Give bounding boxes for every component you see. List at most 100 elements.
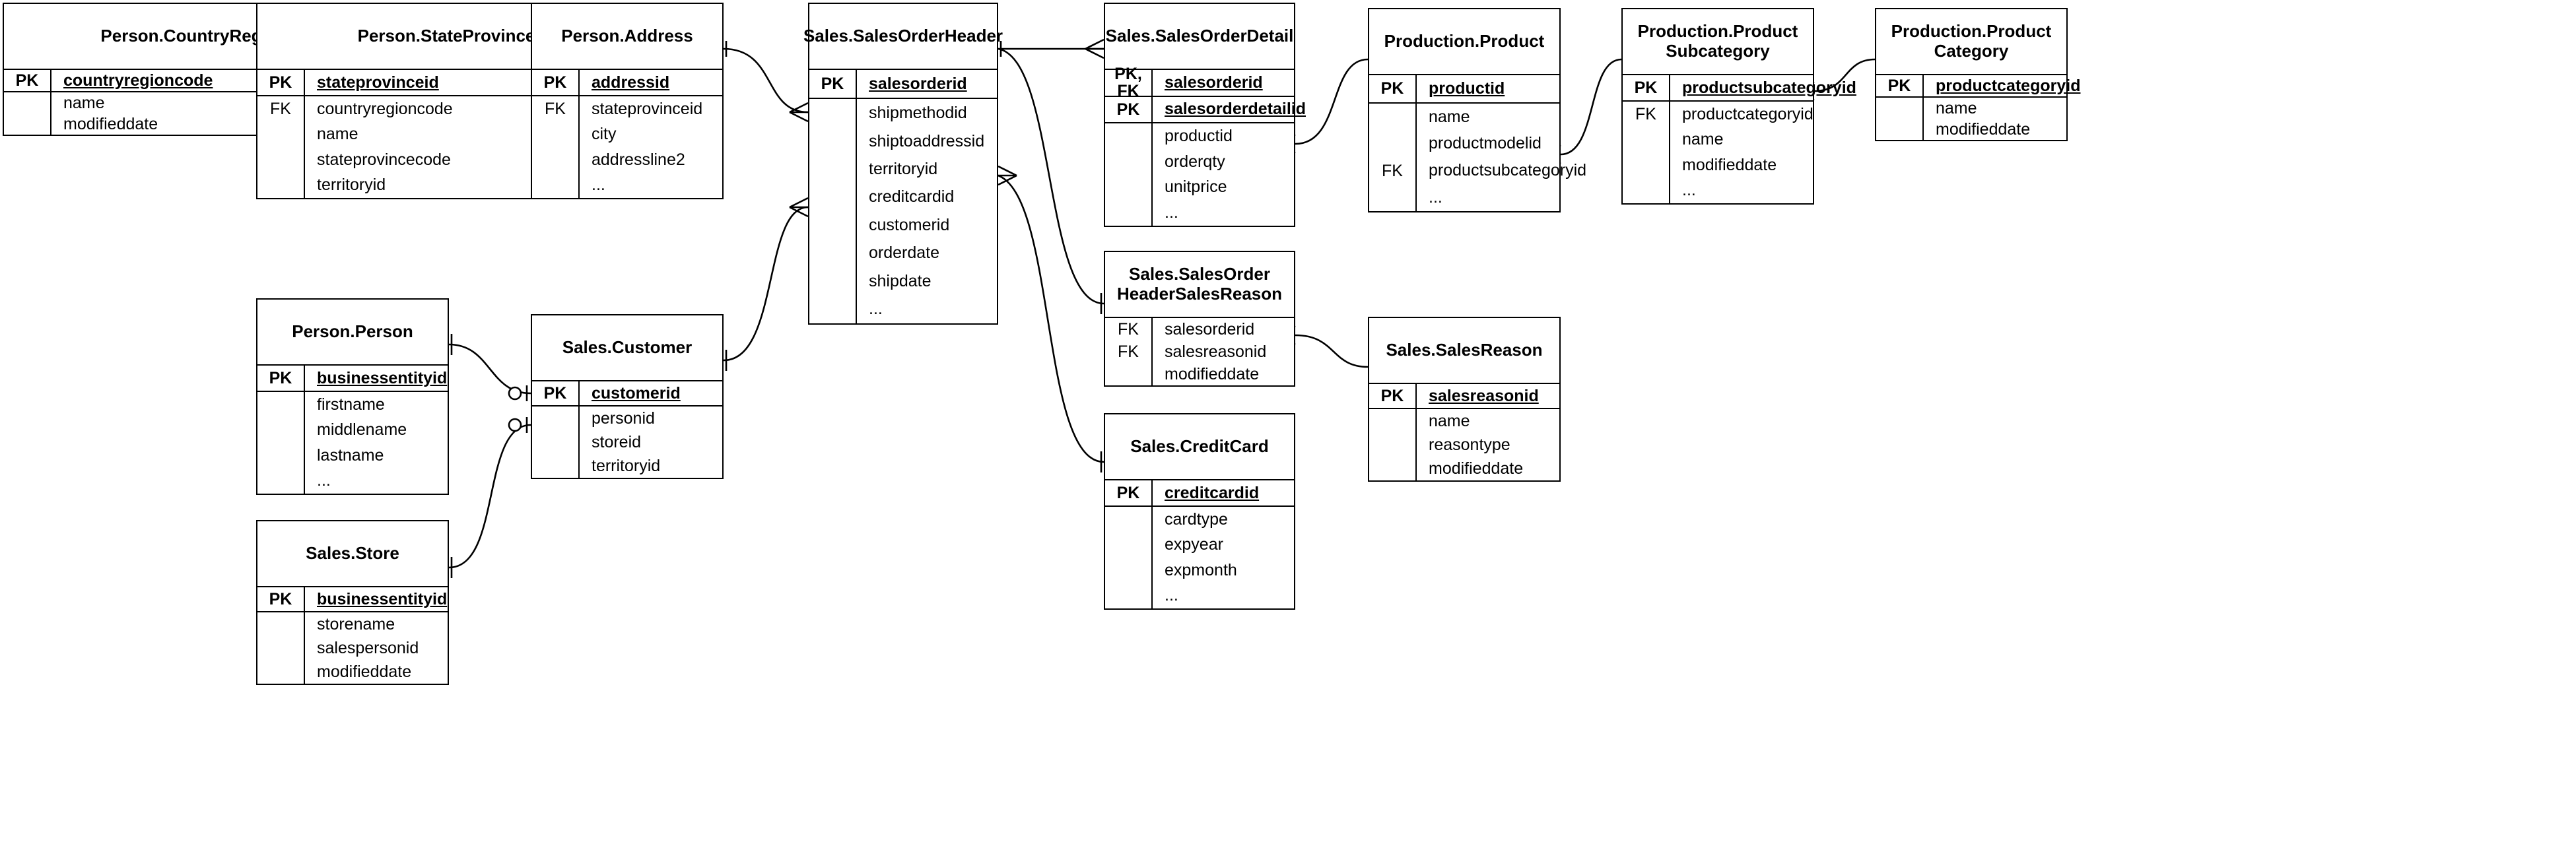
attribute-row[interactable]: name (1369, 103, 1559, 131)
attribute-key-label: FK (1623, 102, 1670, 127)
attribute-row[interactable]: name (1369, 409, 1559, 433)
attribute-name: middlename (317, 420, 407, 439)
attribute-row[interactable]: salespersonid (257, 636, 448, 660)
attribute-row[interactable]: modifieddate (1105, 363, 1294, 385)
attribute-row[interactable]: expmonth (1105, 558, 1294, 583)
attribute-row[interactable]: modifieddate (1623, 152, 1813, 178)
attribute-row[interactable]: middlename (257, 417, 448, 443)
attribute-row[interactable]: ... (1369, 184, 1559, 211)
attribute-row[interactable]: creditcardid (809, 183, 997, 212)
attribute-row[interactable]: ... (809, 295, 997, 323)
attribute-row[interactable]: storename (257, 612, 448, 636)
attribute-row[interactable]: storeid (532, 430, 722, 454)
attribute-name: salesorderid (1165, 319, 1255, 339)
attribute-key-label (1105, 148, 1153, 175)
attribute-row[interactable]: expyear (1105, 532, 1294, 558)
attribute-name: modifieddate (317, 662, 412, 681)
attribute-row[interactable]: city (532, 121, 722, 148)
attribute-row[interactable]: ... (1623, 178, 1813, 203)
attribute-row[interactable]: cardtype (1105, 507, 1294, 533)
attribute-row[interactable]: ... (257, 468, 448, 494)
attribute-row[interactable]: name (1623, 127, 1813, 153)
attribute-row[interactable]: orderdate (809, 239, 997, 268)
attribute-row[interactable]: firstname (257, 392, 448, 418)
attribute-name: orderdate (869, 244, 940, 263)
attribute-row[interactable]: ... (1105, 583, 1294, 608)
attribute-row[interactable]: ... (532, 172, 722, 198)
attribute-row[interactable]: orderqty (1105, 148, 1294, 175)
attribute-row[interactable]: customerid (809, 211, 997, 240)
attribute-name: firstname (317, 395, 385, 414)
attribute-key-label (1623, 127, 1670, 153)
attribute-row[interactable]: modifieddate (1876, 119, 2066, 140)
attribute-row[interactable]: ... (1105, 200, 1294, 226)
attribute-row[interactable]: stateprovincecode (257, 147, 635, 173)
attribute-row[interactable]: addressline2 (532, 147, 722, 173)
attribute-name: city (592, 125, 617, 144)
attribute-row[interactable]: modifieddate (1369, 457, 1559, 480)
attribute-row[interactable]: modifieddate (4, 114, 384, 135)
attribute-key-label (809, 239, 857, 268)
attribute-name: lastname (317, 445, 384, 465)
attribute-row[interactable]: name (1876, 98, 2066, 119)
attribute-row[interactable]: shiptoaddressid (809, 127, 997, 156)
entity-section: firstname middlename lastname... (257, 391, 448, 494)
attribute-name: orderqty (1165, 152, 1225, 171)
attribute-row[interactable]: productid (1105, 123, 1294, 149)
attribute-row[interactable]: territoryid (809, 155, 997, 183)
attribute-row[interactable]: lastname (257, 443, 448, 469)
attribute-row[interactable]: shipmethodid (809, 99, 997, 127)
attribute-row[interactable]: name (4, 92, 384, 114)
attribute-row[interactable]: name (257, 121, 635, 148)
attribute-row[interactable]: personid (532, 407, 722, 430)
attribute-name: name (1682, 130, 1724, 149)
attribute-row[interactable]: productmodelid (1369, 130, 1559, 158)
attribute-row[interactable]: modifieddate (257, 660, 448, 684)
attribute-row[interactable]: shipdate (809, 267, 997, 296)
attribute-key-label (257, 147, 305, 173)
attribute-name: shiptoaddressid (869, 131, 985, 150)
attribute-row[interactable]: reasontype (1369, 433, 1559, 457)
attribute-row[interactable]: territoryid (532, 454, 722, 478)
attribute-name: modifieddate (1936, 119, 2031, 139)
attribute-row[interactable]: unitprice (1105, 174, 1294, 201)
attribute-key-label: PK (809, 70, 857, 98)
attribute-row[interactable]: territoryid (257, 172, 635, 198)
